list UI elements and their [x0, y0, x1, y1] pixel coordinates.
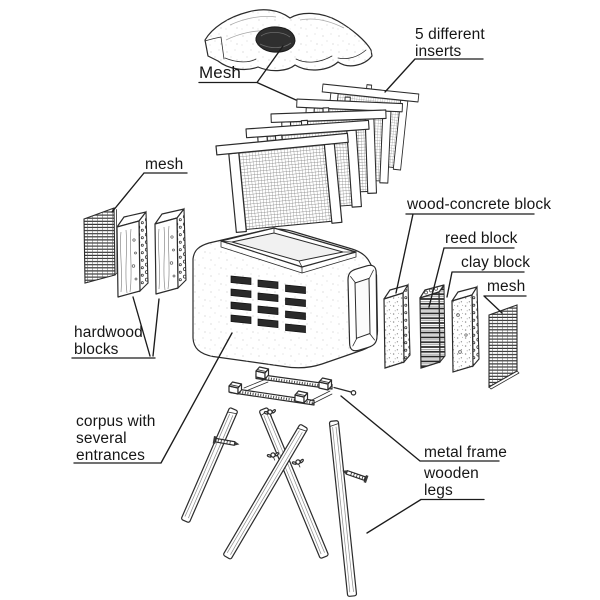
- wooden-legs: [181, 407, 358, 597]
- label-reed-block: reed block: [445, 230, 518, 247]
- corpus-side-opening: [347, 264, 378, 352]
- label-wooden-legs: wooden legs: [424, 465, 479, 499]
- label-corpus-line3: entrances: [76, 447, 145, 464]
- leader-hardwood: [71, 296, 160, 359]
- wooden-leg: [259, 407, 329, 559]
- wooden-leg: [181, 407, 238, 523]
- wooden-leg: [328, 420, 358, 597]
- label-corpus-line2: several: [76, 430, 127, 447]
- screw: [342, 470, 369, 483]
- metal-frame: [228, 366, 357, 406]
- label-inserts-line1: 5 different: [415, 26, 485, 43]
- label-inserts-line2: inserts: [415, 43, 462, 60]
- hardwood-blocks: [116, 207, 187, 298]
- leader-mesh-roof: [198, 45, 297, 101]
- label-legs-line2: legs: [424, 482, 453, 499]
- label-legs-line1: wooden: [424, 465, 479, 482]
- label-mesh-left: mesh: [145, 156, 184, 173]
- label-hardwood-line1: hardwood: [74, 324, 143, 341]
- leader-wood-concrete: [395, 213, 535, 294]
- label-inserts: 5 different inserts: [415, 26, 485, 60]
- leader-corpus: [73, 332, 233, 464]
- hardwood-block-2: [154, 207, 187, 295]
- wing-nut: [291, 457, 306, 470]
- leader-inserts: [384, 58, 484, 93]
- label-mesh-right: mesh: [487, 278, 526, 295]
- corpus-top-opening: [220, 227, 357, 274]
- screw: [212, 436, 240, 446]
- left-mesh-panel: [83, 207, 118, 284]
- label-metal-frame: metal frame: [424, 444, 507, 461]
- label-clay-block: clay block: [461, 254, 531, 271]
- leader-metal-frame: [340, 395, 500, 462]
- right-mesh-panel: [488, 304, 520, 390]
- label-corpus-line1: corpus with: [76, 413, 156, 430]
- leader-clay: [446, 271, 525, 298]
- insert-frame-1: [215, 132, 349, 234]
- label-corpus: corpus with several entrances: [76, 413, 156, 464]
- label-mesh-roof: Mesh: [199, 63, 241, 82]
- leader-legs: [366, 498, 485, 534]
- label-hardwood-blocks: hardwood blocks: [74, 324, 143, 358]
- corpus-body: [192, 227, 379, 369]
- roof-illustration: [204, 9, 373, 72]
- insert-frames: [215, 83, 420, 234]
- roof-mesh-hole: [255, 26, 296, 53]
- wooden-leg: [223, 424, 308, 560]
- leader-mesh-left: [111, 172, 188, 213]
- reed-block: [419, 284, 446, 369]
- corpus-louver-slots: [230, 275, 306, 333]
- leader-reed: [428, 247, 515, 308]
- hardwood-block-1: [116, 210, 149, 298]
- leader-lines: [71, 45, 535, 534]
- label-hardwood-line2: blocks: [74, 341, 119, 358]
- wood-concrete-block: [383, 283, 411, 369]
- leader-mesh-right: [483, 295, 527, 314]
- fasteners: [212, 408, 369, 483]
- clay-block: [451, 285, 480, 373]
- label-wood-concrete-block: wood-concrete block: [407, 196, 552, 213]
